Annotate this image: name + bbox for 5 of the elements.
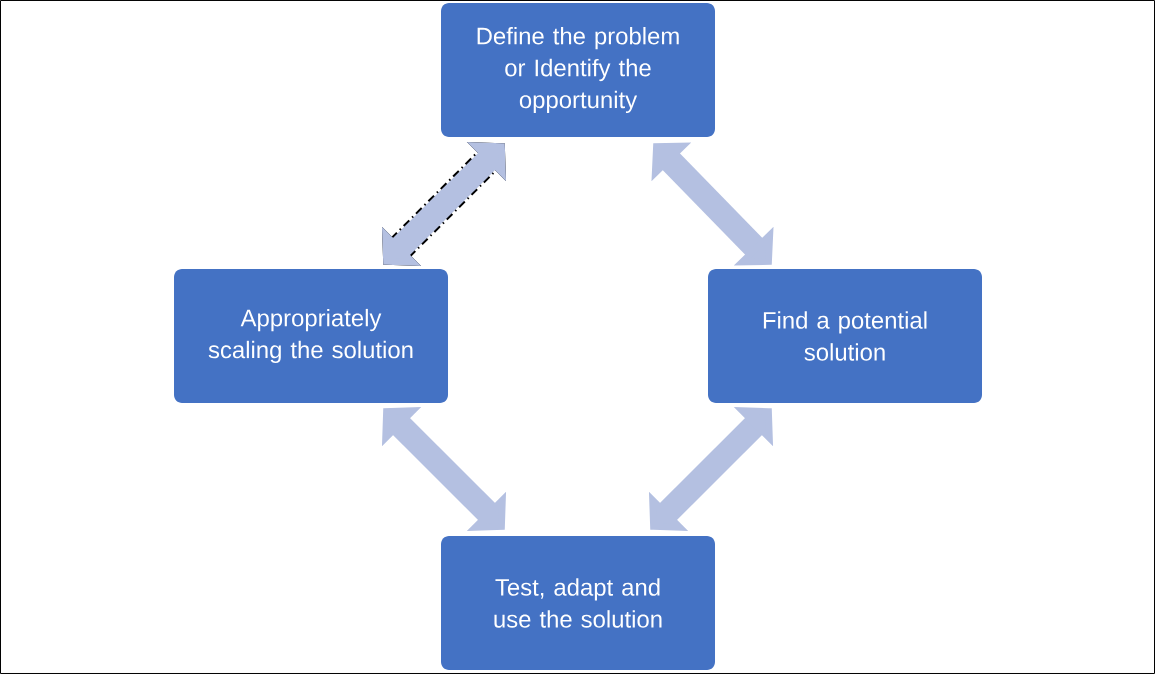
process-box: Define the problem or Identify the opportunity [441,3,715,137]
double-arrow [651,142,774,266]
process-box: Find a potential solution [708,269,982,403]
process-box: Test, adapt and use the solution [441,536,715,670]
process-box: Appropriately scaling the solution [174,269,448,403]
